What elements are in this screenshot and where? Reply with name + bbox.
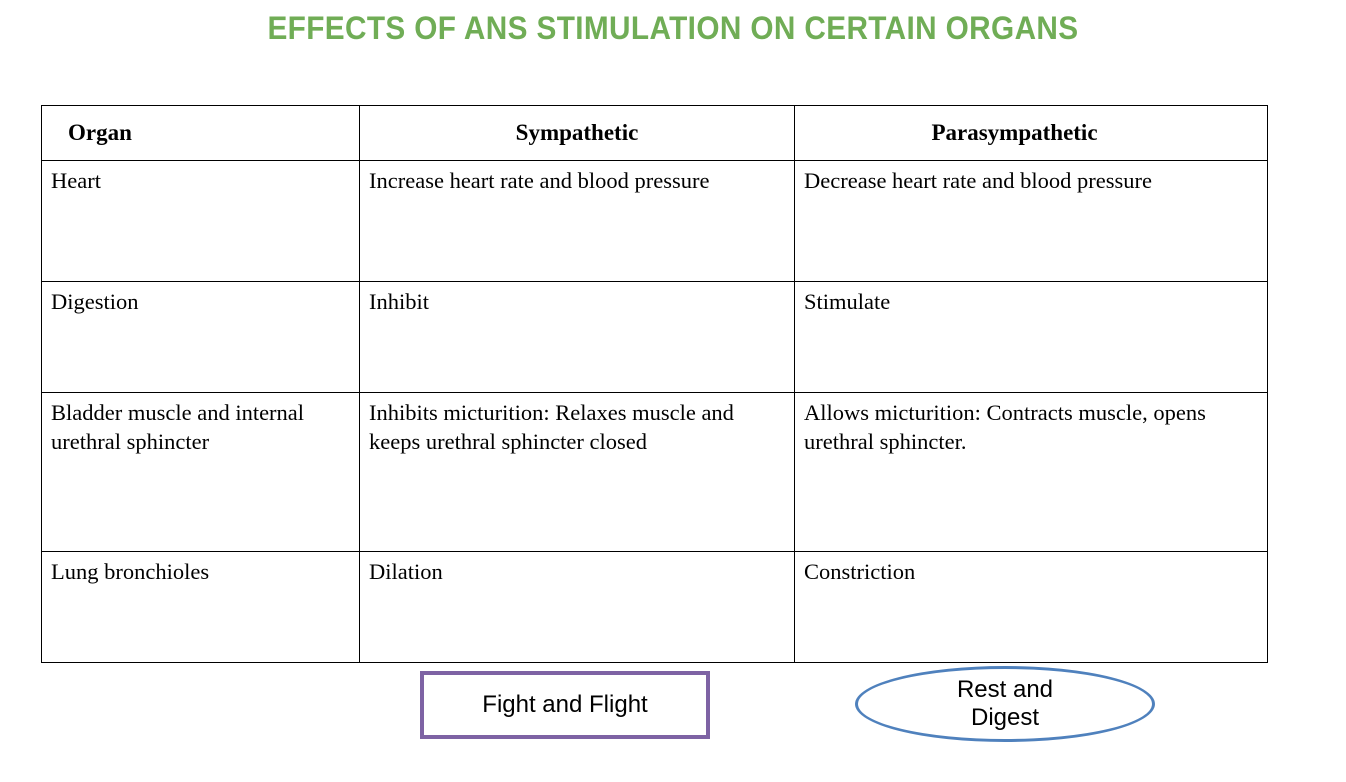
parasympathetic-callout-ellipse: Rest and Digest [855,666,1155,742]
column-header-sympathetic: Sympathetic [359,105,795,161]
cell-organ: Digestion [41,281,360,393]
cell-sympathetic: Inhibits micturition: Relaxes muscle and… [359,392,795,552]
cell-sympathetic: Dilation [359,551,795,663]
page-title: EFFECTS OF ANS STIMULATION ON CERTAIN OR… [267,10,1079,46]
table-row: Lung bronchioles Dilation Constriction [41,551,1268,663]
cell-parasympathetic: Constriction [794,551,1268,663]
cell-parasympathetic: Allows micturition: Contracts muscle, op… [794,392,1268,552]
parasympathetic-callout-label-line2: Digest [970,704,1040,731]
cell-organ: Bladder muscle and internal urethral sph… [41,392,360,552]
cell-organ: Heart [41,160,360,282]
table-row: Digestion Inhibit Stimulate [41,281,1268,393]
table-header-row: Organ Sympathetic Parasympathetic [41,105,1268,161]
cell-parasympathetic: Decrease heart rate and blood pressure [794,160,1268,282]
table-row: Heart Increase heart rate and blood pres… [41,160,1268,282]
sympathetic-callout-box: Fight and Flight [420,671,710,739]
cell-sympathetic: Increase heart rate and blood pressure [359,160,795,282]
parasympathetic-callout-label: Rest and Digest [957,676,1053,733]
sympathetic-callout-label: Fight and Flight [482,691,648,719]
column-header-parasympathetic: Parasympathetic [794,105,1268,161]
cell-organ: Lung bronchioles [41,551,360,663]
column-header-organ: Organ [41,105,360,161]
parasympathetic-callout-label-line1: Rest and [956,675,1054,703]
cell-parasympathetic: Stimulate [794,281,1268,393]
table-row: Bladder muscle and internal urethral sph… [41,392,1268,552]
ans-effects-table: Organ Sympathetic Parasympathetic Heart … [41,105,1268,663]
cell-sympathetic: Inhibit [359,281,795,393]
